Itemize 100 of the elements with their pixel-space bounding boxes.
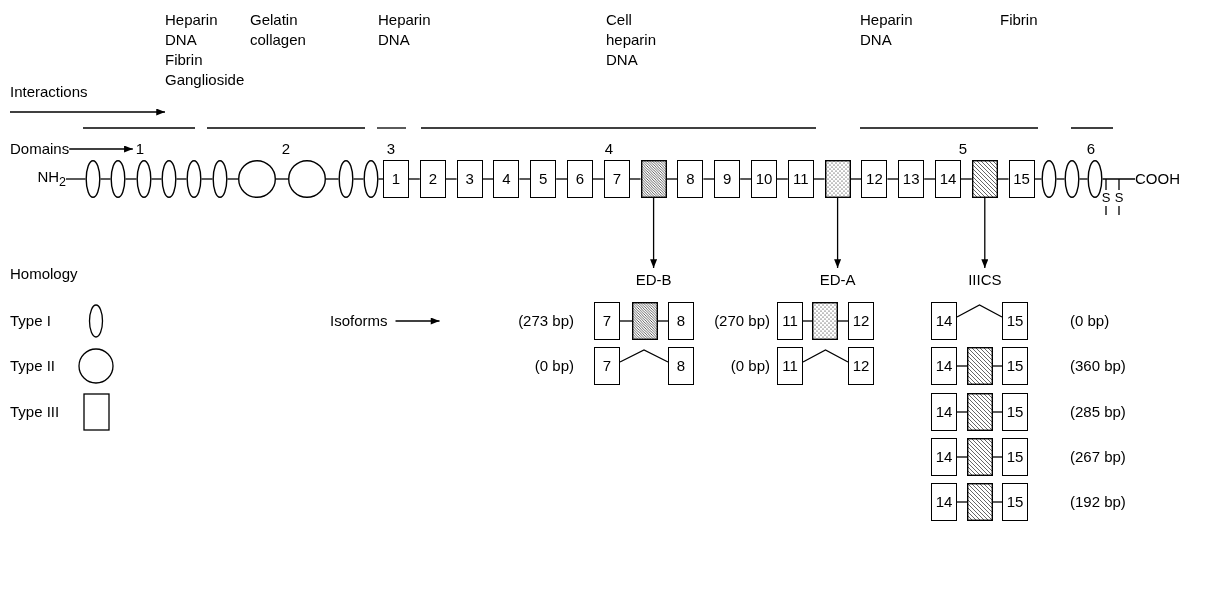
module-box: 8 xyxy=(668,302,694,340)
row-label: Isoforms xyxy=(330,311,388,331)
length-label: (270 bp) xyxy=(714,311,770,331)
connector-line xyxy=(776,178,789,180)
module-box: 12 xyxy=(848,347,874,385)
connector-line xyxy=(992,501,1003,503)
connector-line xyxy=(445,178,458,180)
row-label: Domains xyxy=(10,139,70,159)
connector-line xyxy=(956,365,968,367)
module-box: 9 xyxy=(714,160,741,198)
connector-line xyxy=(956,456,968,458)
interaction-text: Heparin DNA Fibrin Ganglioside xyxy=(165,10,245,116)
module-box: 11 xyxy=(787,160,814,198)
ellipse-module xyxy=(110,160,126,198)
connector-line xyxy=(837,320,849,322)
length-label: (267 bp) xyxy=(1070,447,1126,467)
arrow xyxy=(650,197,658,269)
ellipse-module xyxy=(338,160,354,198)
connector-line xyxy=(956,411,968,413)
connector-line xyxy=(1033,178,1043,180)
ellipse-module xyxy=(85,160,101,198)
connector-line xyxy=(657,320,669,322)
length-label: (273 bp) xyxy=(518,311,574,331)
connector-line xyxy=(1101,178,1136,180)
connector-line xyxy=(325,178,340,180)
domain-number: 2 xyxy=(281,139,291,159)
terminus-label: NH$_{2}$ xyxy=(37,166,66,192)
connector-line xyxy=(619,320,633,322)
circle-module xyxy=(288,160,326,198)
disulfide-letter: S xyxy=(1101,191,1111,205)
ellipse-module xyxy=(1087,160,1103,198)
connector-line xyxy=(65,178,87,180)
interaction-text: Fibrin xyxy=(1000,10,1038,30)
arrow xyxy=(394,317,441,325)
connector-line xyxy=(175,178,188,180)
domain-number: 1 xyxy=(135,139,145,159)
ellipse-module xyxy=(212,160,228,198)
connector-line xyxy=(960,178,973,180)
module-box: 12 xyxy=(861,160,888,198)
connector-line xyxy=(408,178,421,180)
hatched-exon-box xyxy=(967,393,993,431)
module-box: 2 xyxy=(419,160,446,198)
module-box: 14 xyxy=(935,160,961,198)
connector-line xyxy=(849,178,863,180)
connector-line xyxy=(592,178,605,180)
module-box: 15 xyxy=(1002,483,1028,521)
connector-line xyxy=(124,178,138,180)
module-box: 14 xyxy=(931,438,957,476)
interaction-text: Heparin DNA xyxy=(378,10,431,50)
ellipse-module xyxy=(1064,160,1080,198)
length-label: (0 bp) xyxy=(730,356,770,376)
ellipse-module xyxy=(161,160,177,198)
module-box: 15 xyxy=(1002,302,1028,340)
ellipse-module xyxy=(363,160,379,198)
connector-line xyxy=(802,349,849,363)
connector-line xyxy=(739,178,752,180)
terminus-label: COOH xyxy=(1135,169,1180,189)
legend-text: Type I xyxy=(10,311,51,331)
module-box: 1 xyxy=(383,160,409,198)
connector-line xyxy=(992,456,1003,458)
dotted-exon-box xyxy=(824,160,851,198)
length-label: (360 bp) xyxy=(1070,356,1126,376)
length-label: (0 bp) xyxy=(534,356,574,376)
module-box: 12 xyxy=(848,302,874,340)
connector-line xyxy=(99,178,112,180)
arrow xyxy=(9,108,166,116)
hatched-exon-box xyxy=(967,347,993,385)
connector-line xyxy=(481,178,495,180)
module-box: 8 xyxy=(677,160,704,198)
circle-module xyxy=(238,160,276,198)
module-box: 15 xyxy=(1008,160,1035,198)
module-box: 15 xyxy=(1002,393,1028,431)
module-box: 8 xyxy=(668,347,694,385)
module-box: 5 xyxy=(530,160,557,198)
exon-label: ED-B xyxy=(635,270,672,290)
ellipse-module xyxy=(1041,160,1057,198)
row-label: Interactions xyxy=(10,82,88,112)
length-label: (285 bp) xyxy=(1070,402,1126,422)
legend-text: Type II xyxy=(10,356,56,376)
connector-line xyxy=(813,178,826,180)
module-box: 6 xyxy=(567,160,593,198)
connector-line xyxy=(923,178,936,180)
module-box: 7 xyxy=(594,302,620,340)
domain-number: 5 xyxy=(958,139,968,159)
domain-number: 6 xyxy=(1086,139,1096,159)
arrow xyxy=(981,197,989,269)
exon-label: IIICS xyxy=(968,270,1002,290)
module-box: 11 xyxy=(777,302,803,340)
connector-line xyxy=(665,178,679,180)
connector-line xyxy=(150,178,163,180)
connector-line xyxy=(518,178,531,180)
length-label: (192 bp) xyxy=(1070,492,1126,512)
connector-line xyxy=(555,178,568,180)
length-label: (0 bp) xyxy=(1070,311,1110,331)
connector-line xyxy=(619,349,669,363)
connector-line xyxy=(275,178,289,180)
connector-line xyxy=(702,178,715,180)
module-box: 14 xyxy=(931,302,957,340)
hatched-exon-box xyxy=(967,438,993,476)
domain-number: 3 xyxy=(386,139,396,159)
